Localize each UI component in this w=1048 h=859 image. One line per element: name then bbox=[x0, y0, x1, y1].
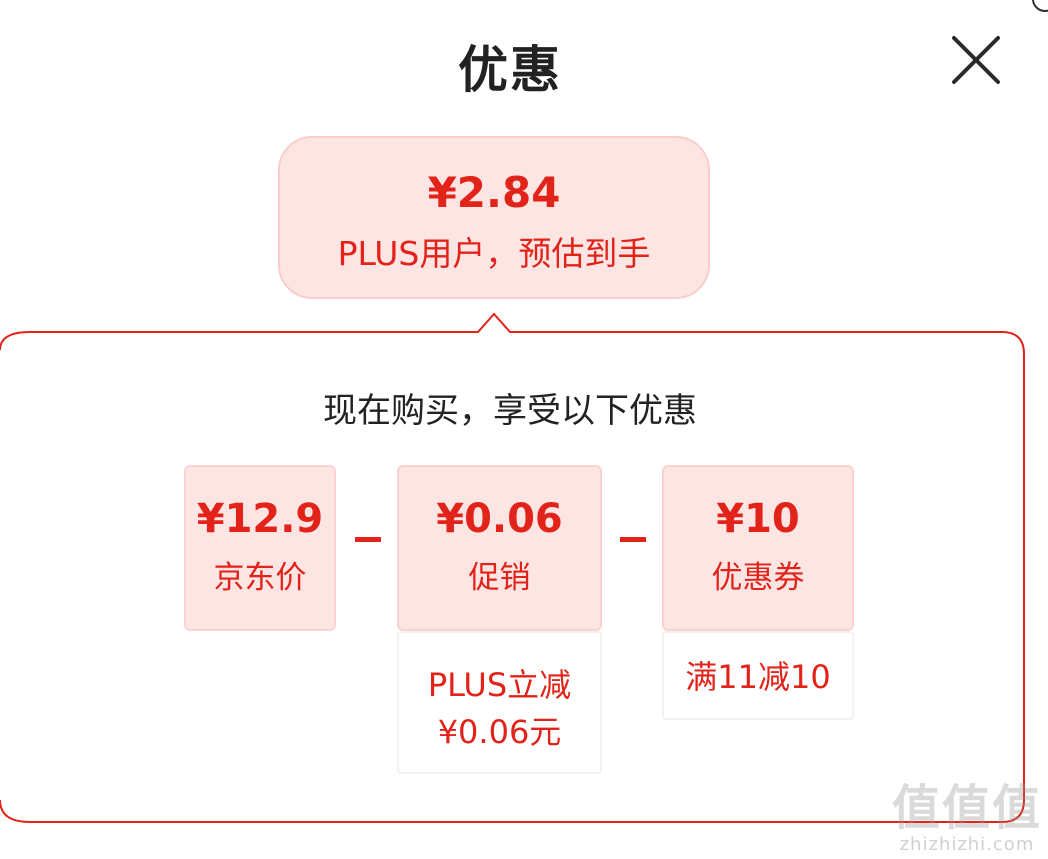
coupon-detail: 满11减10 bbox=[662, 631, 854, 720]
promotion-label: 促销 bbox=[468, 560, 531, 596]
close-button[interactable] bbox=[948, 32, 1004, 88]
promotion-detail-line1: PLUS立减 bbox=[427, 666, 572, 704]
promotion-amount: ¥0.06 bbox=[436, 496, 563, 542]
jd-price-amount: ¥12.9 bbox=[196, 496, 324, 542]
watermark-url: zhizhizhi.com bbox=[899, 834, 1035, 855]
estimate-price: ¥2.84 bbox=[427, 168, 561, 217]
watermark-logo: 值值值 bbox=[891, 780, 1042, 836]
estimate-bubble: ¥2.84 PLUS用户，预估到手 bbox=[278, 136, 710, 299]
coupon-detail-line1: 满11减10 bbox=[685, 658, 831, 696]
panel-subtitle: 现在购买，享受以下优惠 bbox=[323, 391, 697, 431]
minus-operator bbox=[355, 537, 381, 542]
coupon-card: ¥10 优惠券 bbox=[662, 465, 854, 631]
watermark: 值值值 zhizhizhi.com bbox=[892, 781, 1042, 855]
estimate-label: PLUS用户，预估到手 bbox=[337, 234, 651, 273]
promotion-detail: PLUS立减 ¥0.06元 bbox=[397, 631, 602, 774]
discount-panel-border bbox=[0, 312, 1025, 823]
jd-price-label: 京东价 bbox=[213, 560, 307, 596]
close-icon bbox=[952, 36, 1000, 84]
page-title: 优惠 bbox=[458, 41, 562, 99]
window-corner bbox=[1032, 0, 1048, 12]
coupon-label: 优惠券 bbox=[711, 560, 805, 596]
price-card-jd: ¥12.9 京东价 bbox=[184, 465, 336, 631]
promotion-detail-line2: ¥0.06元 bbox=[437, 713, 562, 751]
coupon-amount: ¥10 bbox=[716, 496, 800, 542]
promotion-card: ¥0.06 促销 bbox=[397, 465, 602, 631]
minus-operator bbox=[620, 537, 646, 542]
